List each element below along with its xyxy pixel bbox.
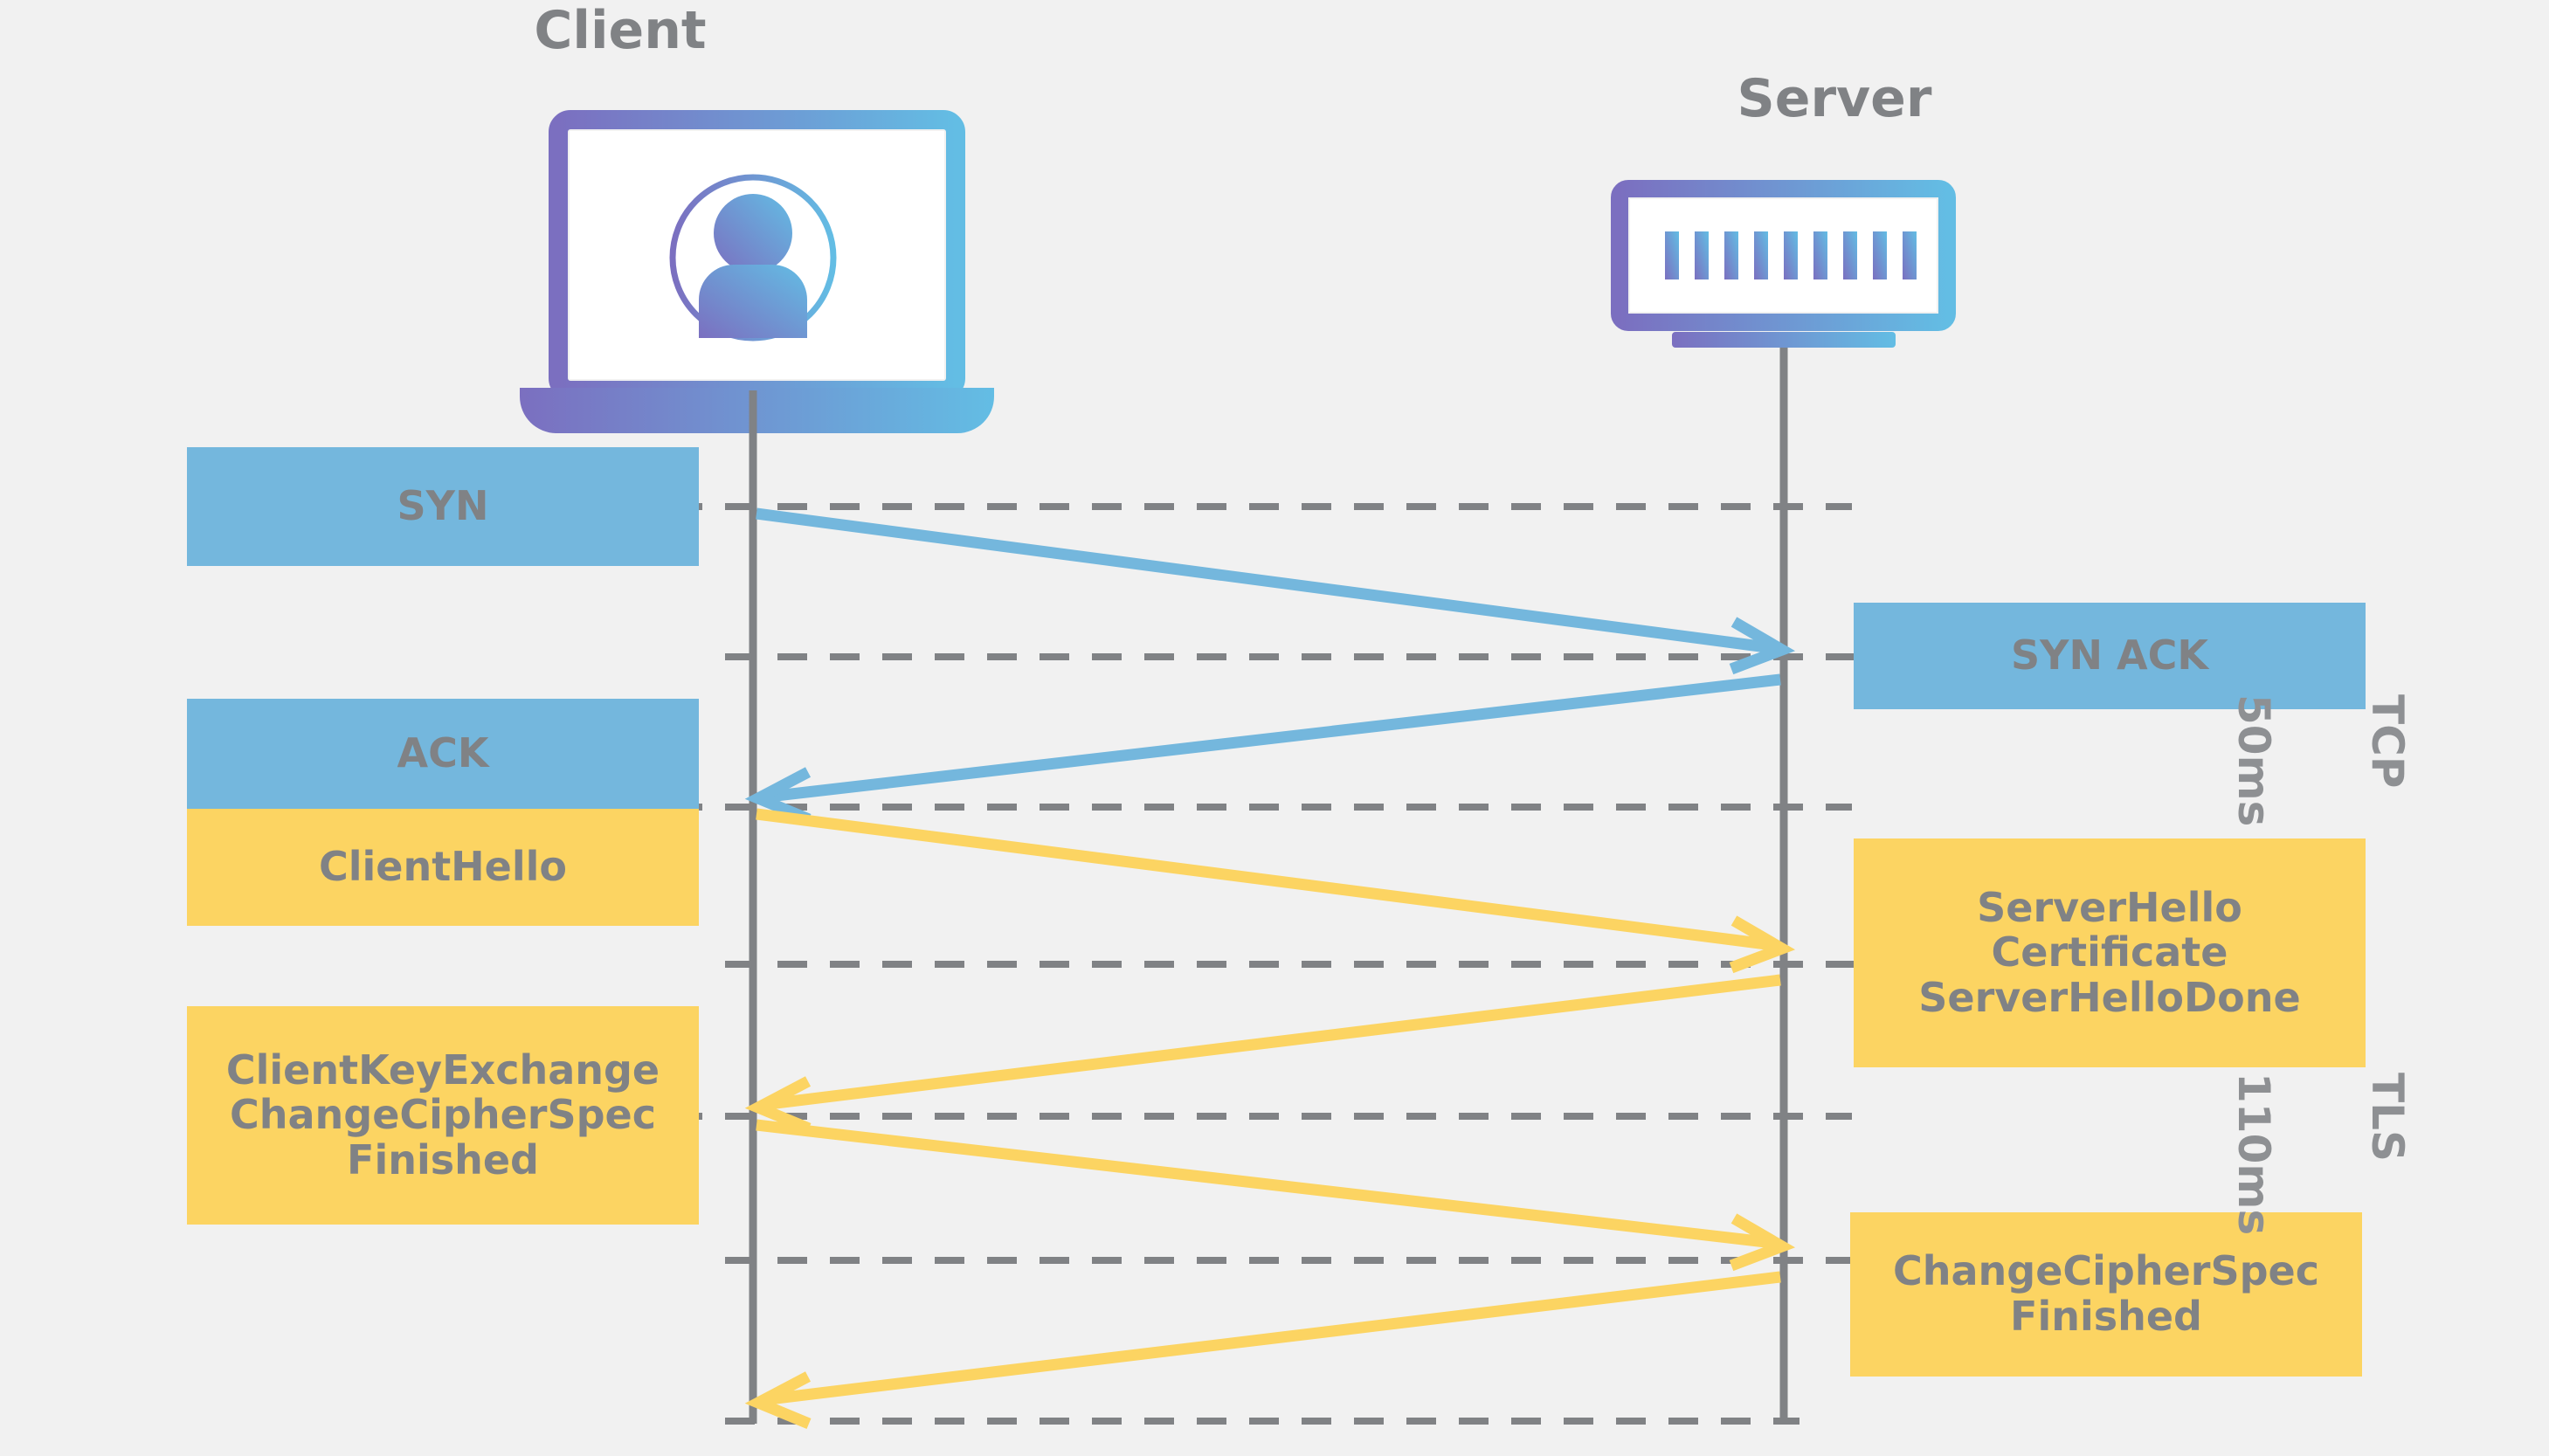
server-rack-icon <box>1611 180 1956 348</box>
message-line: ServerHello <box>1977 883 2242 931</box>
arrow-client-hello <box>756 808 1796 974</box>
phase-name-tls: TLS <box>2362 1073 2413 1162</box>
server-title: Server <box>1737 68 1932 129</box>
message-arrows <box>744 507 1796 1430</box>
message-box-ack[interactable]: ACK <box>187 699 699 809</box>
message-line: ClientKeyExchange <box>225 1045 660 1094</box>
arrow-server-hello <box>744 974 1781 1135</box>
phase-duration-tcp: 50ms <box>2228 694 2279 827</box>
message-line: Finished <box>2010 1293 2202 1340</box>
time-guides <box>673 503 1904 1425</box>
laptop-user-icon <box>520 110 994 433</box>
arrow-syn-ack <box>744 673 1781 825</box>
phase-label-tcp: TCP 50ms <box>2142 694 2498 826</box>
message-box-syn[interactable]: SYN <box>187 447 699 566</box>
message-line: ChangeCipherSpec <box>1892 1247 2320 1295</box>
message-line: Finished <box>347 1135 539 1183</box>
arrow-syn <box>756 507 1796 675</box>
message-box-change-cipher-spec[interactable]: ChangeCipherSpec Finished <box>1850 1212 2362 1377</box>
message-line: ServerHelloDone <box>1918 973 2301 1021</box>
phase-label-tls: TLS 110ms <box>2142 1073 2498 1235</box>
message-line: ChangeCipherSpec <box>229 1091 657 1139</box>
arrow-client-key-exchange <box>756 1119 1796 1272</box>
message-box-syn-ack[interactable]: SYN ACK <box>1854 603 2366 709</box>
message-box-server-hello[interactable]: ServerHello Certificate ServerHelloDone <box>1854 838 2366 1067</box>
phase-duration-tls: 110ms <box>2228 1073 2279 1236</box>
client-title: Client <box>534 0 707 61</box>
phase-name-tcp: TCP <box>2362 694 2413 789</box>
message-line: Certificate <box>1991 928 2228 976</box>
message-box-client-hello[interactable]: ClientHello <box>187 809 699 926</box>
arrow-change-cipher-spec <box>744 1271 1781 1430</box>
message-box-client-key-exchange[interactable]: ClientKeyExchange ChangeCipherSpec Finis… <box>187 1006 699 1225</box>
